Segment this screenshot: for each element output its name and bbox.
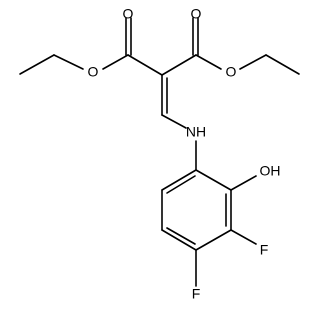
bond-left-ch2-ch3: [19, 54, 55, 75]
bond-left-ester-c-o: [102, 54, 129, 70]
atom-label-oh: OH: [260, 163, 281, 179]
bond-right-o-ch2: [239, 54, 267, 70]
atom-label-o-ester-left: O: [88, 64, 99, 80]
ring-bond-6: [161, 169, 197, 191]
bond-left-carbonyl-to-center: [127, 54, 163, 76]
bond-right-ester-c-o: [195, 54, 222, 70]
bond-ring-f-top: [230, 229, 257, 245]
atom-label-f-top: F: [260, 242, 269, 258]
ring-bond-1: [195, 169, 232, 191]
bond-right-ch2-ch3: [265, 54, 300, 75]
atom-label-f-bottom: F: [192, 286, 201, 302]
bond-ring-oh: [230, 175, 257, 191]
atom-label-o-carbonyl-left: O: [123, 6, 134, 22]
atom-label-o-ester-right: O: [226, 64, 237, 80]
atom-label-nh: NH: [186, 124, 206, 140]
bond-left-o-ch2: [53, 54, 84, 70]
atom-label-o-carbonyl-right: O: [191, 6, 202, 22]
bond-ch-nh: [161, 114, 187, 129]
ring-inner-bond-3: [166, 175, 196, 194]
ring-bond-4: [161, 229, 197, 251]
bond-right-carbonyl-to-center: [161, 54, 197, 76]
atom-labels: O O O O NH OH F F: [88, 6, 281, 302]
bonds: [19, 17, 300, 287]
ring-bond-3: [195, 229, 232, 251]
ring-inner-bond-2: [166, 227, 196, 245]
